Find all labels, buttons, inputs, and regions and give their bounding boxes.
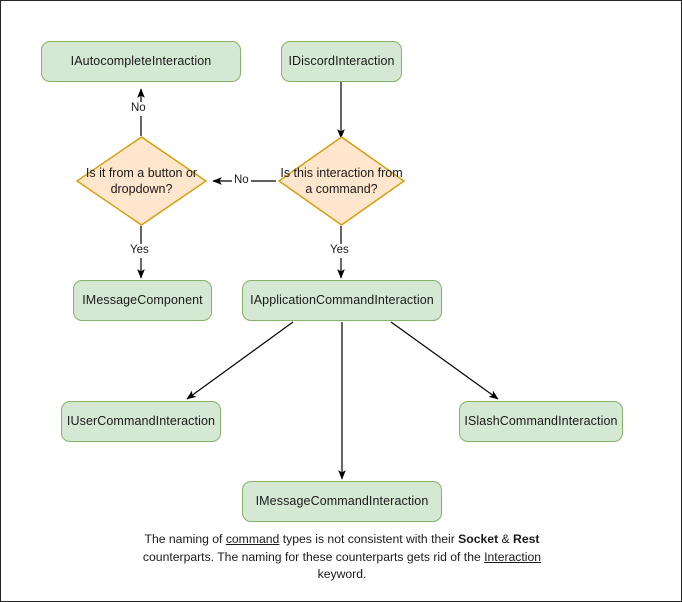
node-decision-button-or-dropdown[interactable]: Is it from a button or dropdown?: [76, 136, 207, 226]
footnote-underline-command: command: [225, 532, 280, 546]
node-label: IMessageComponent: [82, 292, 203, 307]
footnote-bold-rest: Rest: [513, 532, 540, 546]
node-autocomplete-interaction[interactable]: IAutocompleteInteraction: [41, 41, 241, 82]
footnote-underline-interaction: Interaction: [484, 549, 542, 564]
edge-application-command-to-user-command: [186, 321, 294, 400]
edge-application-command-to-slash-command: [390, 321, 499, 400]
diamond-shape: [76, 136, 207, 226]
footnote-part5: keyword.: [317, 567, 367, 582]
node-label: IAutocompleteInteraction: [70, 53, 212, 68]
node-message-command-interaction[interactable]: IMessageCommandInteraction: [242, 481, 442, 522]
node-label: IApplicationCommandInteraction: [250, 292, 434, 307]
footnote-bold-socket: Socket: [458, 532, 499, 546]
node-message-component[interactable]: IMessageComponent: [73, 280, 212, 321]
node-label: Is it from a button or dropdown?: [85, 166, 198, 196]
edge-label-no-up: No: [129, 102, 148, 116]
footnote-part1: The naming of: [144, 532, 226, 546]
footnote-part4: counterparts. The naming for these count…: [142, 549, 485, 564]
node-slash-command-interaction[interactable]: ISlashCommandInteraction: [459, 401, 623, 442]
diamond-shape: [278, 136, 405, 226]
node-label: ISlashCommandInteraction: [464, 413, 618, 428]
footnote-part2: types is not consistent with their: [279, 532, 459, 546]
node-application-command-interaction[interactable]: IApplicationCommandInteraction: [242, 280, 442, 321]
node-label: IMessageCommandInteraction: [255, 493, 429, 508]
edge-label-no-left: No: [232, 174, 251, 188]
node-label: IDiscordInteraction: [288, 53, 395, 68]
node-discord-interaction[interactable]: IDiscordInteraction: [281, 41, 402, 82]
edge-label-yes-right: Yes: [328, 244, 351, 258]
footnote-part3: &: [498, 532, 514, 546]
node-decision-from-command[interactable]: Is this interaction from a command?: [278, 136, 405, 226]
edge-label-yes-left: Yes: [128, 244, 151, 258]
footnote: The naming of command types is not consi…: [121, 531, 563, 584]
node-label: Is this interaction from a command?: [280, 166, 403, 196]
node-label: IUserCommandInteraction: [66, 413, 216, 428]
node-user-command-interaction[interactable]: IUserCommandInteraction: [61, 401, 221, 442]
